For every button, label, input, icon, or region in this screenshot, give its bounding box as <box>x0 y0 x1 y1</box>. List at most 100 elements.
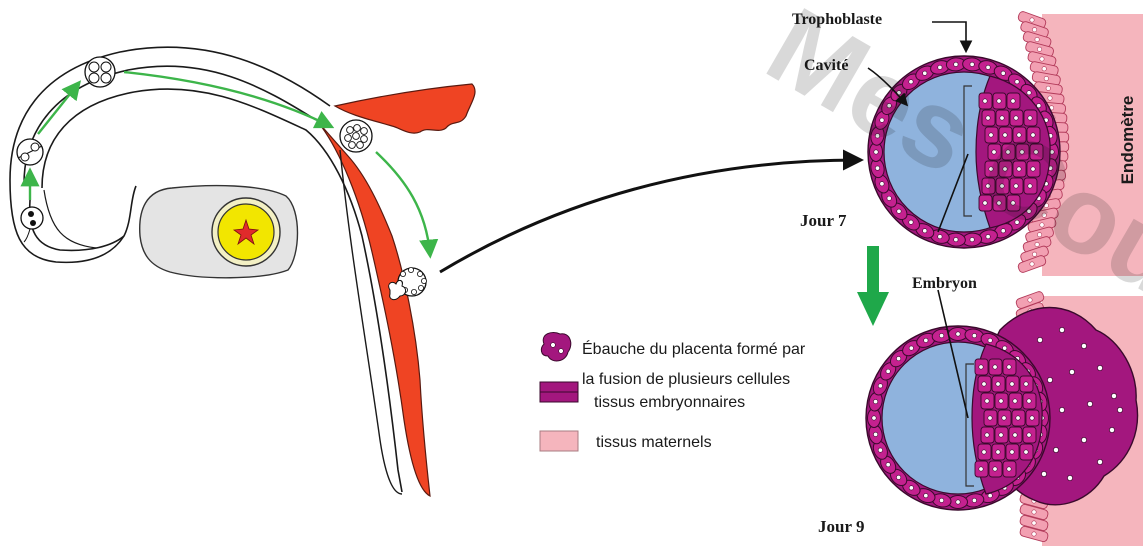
epithelium-day9-nucleus <box>1028 298 1032 302</box>
trophoblast-day9-nucleus <box>873 399 877 403</box>
syncytiotrophoblast-nucleus <box>1087 401 1092 406</box>
trophoblast-day9-nucleus <box>988 493 992 497</box>
epithelium-day7-nucleus <box>1042 67 1046 71</box>
trophoblast-day7-nucleus <box>887 196 891 200</box>
inner-cell-mass-day9-nucleus <box>988 416 992 420</box>
trophoblast-day9-nucleus <box>872 416 876 420</box>
inner-cell-mass-day9-nucleus <box>1024 382 1028 386</box>
four-cell-stage <box>85 57 115 87</box>
trophoblast-day7-nucleus <box>923 229 927 233</box>
syncytiotrophoblast-nucleus <box>1097 365 1102 370</box>
inner-cell-mass-day9-nucleus <box>979 467 983 471</box>
syncytiotrophoblast-nucleus <box>1081 343 1086 348</box>
trophoblast-day7-nucleus <box>880 182 884 186</box>
trophoblast-day7-nucleus <box>938 234 942 238</box>
trophoblast-day7-nucleus <box>970 62 974 66</box>
legend: Ébauche du placenta formé par la fusion … <box>540 332 806 451</box>
inner-cell-mass-day9-nucleus <box>1002 416 1006 420</box>
trophoblast-day9-nucleus <box>939 498 943 502</box>
morula-stage <box>340 120 372 152</box>
syncytiotrophoblast-nucleus <box>1069 369 1074 374</box>
inner-cell-mass-day9-nucleus <box>993 467 997 471</box>
inner-cell-mass-day9-nucleus <box>1016 416 1020 420</box>
syncytiotrophoblast-nucleus <box>1053 447 1058 452</box>
inner-cell-mass-day9-nucleus <box>999 433 1003 437</box>
trophoblast-day9-nucleus <box>956 332 960 336</box>
legend-maternal-tissue: tissus maternels <box>596 434 712 451</box>
legend-embryonic-swatch <box>540 382 578 402</box>
epithelium-day7-nucleus <box>1044 76 1048 80</box>
legend-placenta-icon <box>541 332 570 360</box>
trophoblast-day7-nucleus <box>970 237 974 241</box>
inner-cell-mass-day9-nucleus <box>1010 382 1014 386</box>
trophoblast-day9-nucleus <box>939 333 943 337</box>
inner-cell-mass-day9-nucleus <box>996 450 1000 454</box>
trophoblast-day9-nucleus <box>924 338 928 342</box>
syncytiotrophoblast-nucleus <box>1037 337 1042 342</box>
inner-cell-mass-day9-nucleus <box>979 365 983 369</box>
inner-cell-mass-day9-nucleus <box>996 382 1000 386</box>
inner-cell-mass-day9-nucleus <box>1013 433 1017 437</box>
day-progression-arrow <box>857 246 889 326</box>
trophoblast-day9-nucleus <box>909 346 913 350</box>
epithelium-day7-nucleus <box>1030 262 1034 266</box>
epithelium-day9-nucleus <box>1032 510 1036 514</box>
magnify-arrow <box>440 160 858 272</box>
syncytiotrophoblast-nucleus <box>1041 471 1046 476</box>
inner-cell-mass-day9-nucleus <box>1027 433 1031 437</box>
inner-cell-mass-day9-nucleus <box>982 382 986 386</box>
trophoblast-day7-nucleus <box>1001 71 1005 75</box>
legend-placenta-line1: Ébauche du placenta formé par <box>582 339 806 358</box>
trophoblast-day7-nucleus <box>909 220 913 224</box>
syncytiotrophoblast-nucleus <box>1059 407 1064 412</box>
two-cell-stage <box>17 139 43 165</box>
syncytiotrophoblast-nucleus <box>1109 427 1114 432</box>
trophoblast-day9-nucleus <box>896 475 900 479</box>
inner-cell-mass-day9-nucleus <box>1010 450 1014 454</box>
inner-cell-mass-day9-nucleus <box>993 365 997 369</box>
syncytiotrophoblast-nucleus <box>1047 377 1052 382</box>
legend-placenta-line2: la fusion de plusieurs cellules <box>582 371 790 388</box>
trophoblast-day7-nucleus <box>1027 91 1031 95</box>
trophoblast-day7-nucleus <box>1015 80 1019 84</box>
trophoblast-day9-nucleus <box>972 498 976 502</box>
label-jour9: Jour 9 <box>818 517 864 536</box>
epithelium-day7-nucleus <box>1035 37 1039 41</box>
trophoblast-day9-nucleus <box>886 369 890 373</box>
epithelium-day9-nucleus <box>1032 532 1036 536</box>
trophoblast-day9-nucleus <box>956 500 960 504</box>
trophoblast-day9-nucleus <box>972 333 976 337</box>
epithelium-day7-nucleus <box>1030 18 1034 22</box>
blastocyst-day9 <box>866 308 1138 511</box>
inner-cell-mass-day9-nucleus <box>1024 450 1028 454</box>
trophoblast-day9-nucleus <box>878 448 882 452</box>
legend-embryonic-tissue: tissus embryonnaires <box>594 394 745 411</box>
epithelium-day7-nucleus <box>1046 86 1050 90</box>
inner-cell-mass-day9-nucleus <box>1007 365 1011 369</box>
label-jour7: Jour 7 <box>800 211 847 230</box>
syncytiotrophoblast-nucleus <box>1111 393 1116 398</box>
label-embryon: Embryon <box>912 275 977 292</box>
syncytiotrophoblast-nucleus <box>1117 407 1122 412</box>
zygote-stage <box>21 207 43 242</box>
epithelium-day9-nucleus <box>1032 521 1036 525</box>
epithelium-day7-nucleus <box>1037 47 1041 51</box>
inner-cell-mass-day9-nucleus <box>982 450 986 454</box>
trophoblast-day9-nucleus <box>988 338 992 342</box>
trophoblast-day7-nucleus <box>897 209 901 213</box>
trophoblast-day7-nucleus <box>954 62 958 66</box>
syncytiotrophoblast-nucleus <box>1067 475 1072 480</box>
trophoblast-day7-nucleus <box>986 65 990 69</box>
inner-cell-mass-day9-nucleus <box>1007 467 1011 471</box>
legend-maternal-swatch <box>540 431 578 451</box>
inner-cell-mass-day9-nucleus <box>985 399 989 403</box>
trophoblast-day7-nucleus <box>954 237 958 241</box>
follicle <box>212 198 280 266</box>
epithelium-day7-nucleus <box>1048 96 1052 100</box>
trophoblast-day9-nucleus <box>878 384 882 388</box>
trophoblast-day9-nucleus <box>909 486 913 490</box>
trophoblast-day9-nucleus <box>873 432 877 436</box>
inner-cell-mass-day9-nucleus <box>1013 399 1017 403</box>
inner-cell-mass-day9-nucleus <box>985 433 989 437</box>
trophoblast-day7-nucleus <box>875 166 879 170</box>
